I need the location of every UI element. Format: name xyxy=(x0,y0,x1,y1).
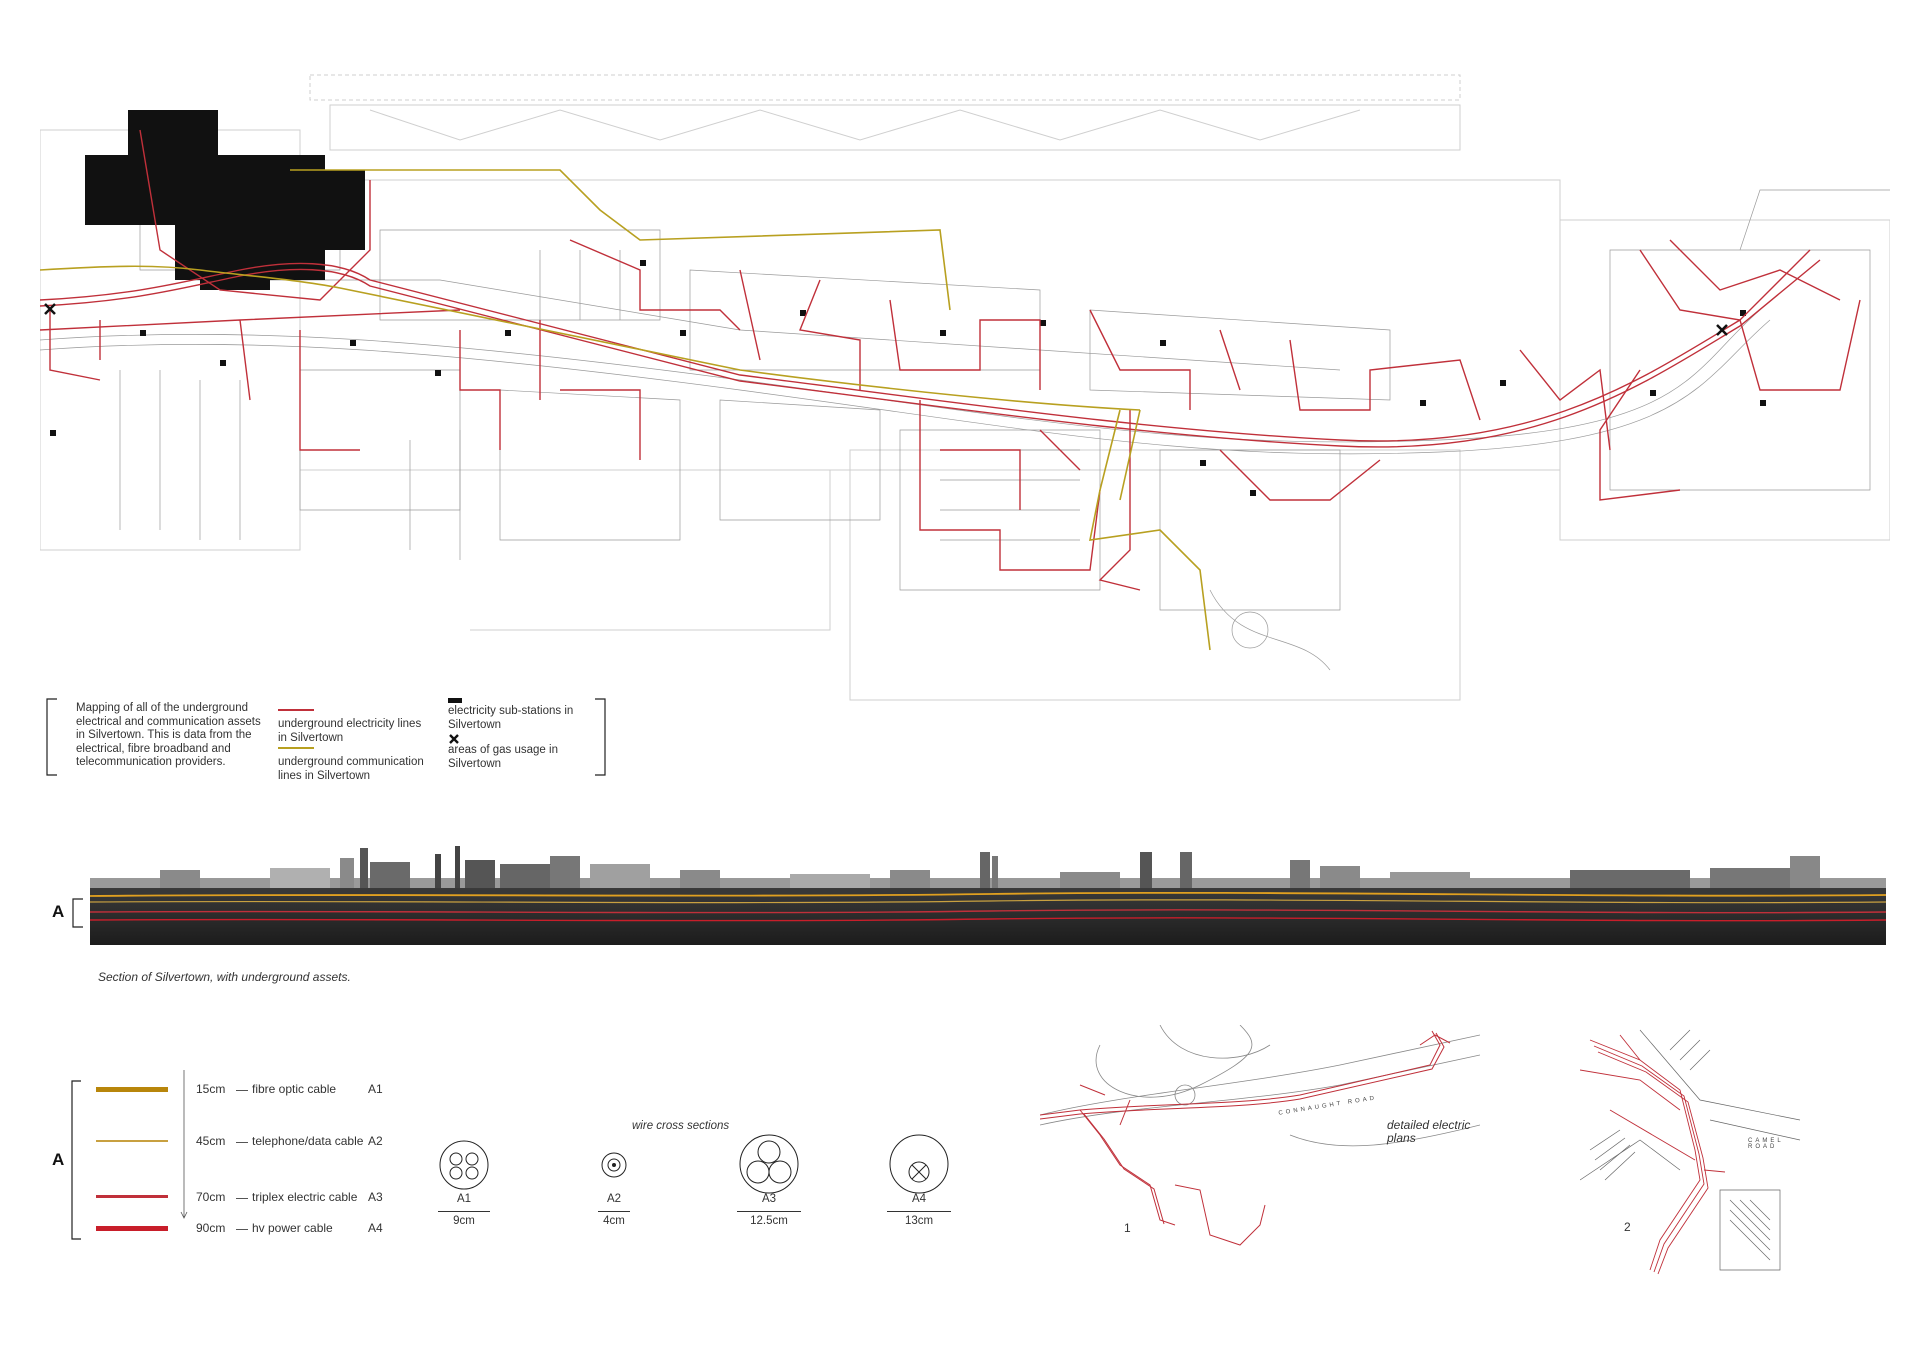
legend-electricity-label: underground electricity lines in Silvert… xyxy=(278,718,422,744)
cross-section-a3-code: A3 xyxy=(761,1193,777,1205)
electricity-swatch xyxy=(278,709,314,711)
cross-section-a2-code: A2 xyxy=(606,1193,622,1205)
detail-plan-2-drawing xyxy=(1580,1029,1801,1275)
cable-row-a2: 45cm telephone/data cable A2 xyxy=(96,1134,416,1150)
legend-item-electricity: underground electricity lines in Silvert… xyxy=(278,698,428,745)
plan-2-number: 2 xyxy=(1624,1220,1631,1234)
cross-section-a1-icon xyxy=(439,1140,489,1190)
substation-blocks xyxy=(85,110,365,290)
cross-section-a2-icon xyxy=(601,1152,627,1178)
cable-code-a3: A3 xyxy=(368,1190,383,1204)
cross-section-a4-size: 13cm xyxy=(904,1215,934,1227)
legend-item-gas: areas of gas usage in Silvertown xyxy=(448,734,588,771)
cross-section-a1-size: 9cm xyxy=(453,1215,475,1227)
cross-sections-title: wire cross sections xyxy=(632,1120,730,1132)
cable-depth-a4: 90cm xyxy=(196,1221,226,1235)
map-drawing xyxy=(40,74,1890,701)
legend-item-communication: underground communication lines in Silve… xyxy=(278,736,428,783)
depth-tick-a3 xyxy=(236,1198,248,1199)
cable-swatch-a1 xyxy=(96,1087,168,1092)
cable-name-a1: fibre optic cable xyxy=(252,1082,337,1096)
cables-letter: A xyxy=(52,1150,65,1169)
depth-tick-a4 xyxy=(236,1229,248,1230)
cable-row-a1: 15cm fibre optic cable A1 xyxy=(96,1082,416,1098)
cable-code-a2: A2 xyxy=(368,1134,383,1148)
plans-title: detailed electric plans xyxy=(1387,1118,1471,1145)
cable-depth-a1: 15cm xyxy=(196,1082,226,1096)
cable-row-a4: 90cm hv power cable A4 xyxy=(96,1221,416,1237)
ground-fill xyxy=(90,888,1886,945)
communication-swatch xyxy=(278,747,314,749)
cross-section-a3-icon xyxy=(739,1134,799,1194)
cross-section-a2-rule xyxy=(598,1211,630,1212)
section-drawing xyxy=(90,846,1886,945)
cross-section-a1-rule xyxy=(438,1211,490,1212)
cable-name-a2: telephone/data cable xyxy=(252,1134,364,1148)
cable-name-a3: triplex electric cable xyxy=(252,1190,358,1204)
legend-gas-label: areas of gas usage in Silvertown xyxy=(448,744,558,770)
cross-section-a1-code: A1 xyxy=(456,1193,472,1205)
cables-bracket xyxy=(71,1080,81,1240)
detail-plan-2: CAMEL ROAD 2 xyxy=(1580,1020,1810,1280)
legend-substation-label: electricity sub-stations in Silvertown xyxy=(448,705,574,731)
legend-bracket-right xyxy=(595,698,606,776)
legend-communication-label: underground communication lines in Silve… xyxy=(278,756,424,782)
legend-description: Mapping of all of the underground electr… xyxy=(76,702,261,768)
depth-axis xyxy=(180,1070,188,1219)
cross-section-a2-size: 4cm xyxy=(603,1215,625,1227)
electricity-lines xyxy=(40,129,1861,591)
cross-section-a1: A1 9cm xyxy=(434,1135,494,1235)
substation-swatch xyxy=(448,698,462,703)
cross-section-a3-rule xyxy=(737,1211,801,1212)
substation-markers xyxy=(50,260,1766,496)
section-caption: Section of Silvertown, with underground … xyxy=(98,970,351,984)
cross-section-a3-size: 12.5cm xyxy=(750,1215,788,1227)
cross-section-a4-code: A4 xyxy=(911,1193,927,1205)
cross-section-a3: A3 12.5cm xyxy=(734,1130,804,1235)
section-strip xyxy=(90,820,1886,945)
section-bracket xyxy=(72,898,83,928)
depth-tick-a1 xyxy=(236,1090,248,1091)
cable-name-a4: hv power cable xyxy=(252,1221,333,1235)
cable-depth-a3: 70cm xyxy=(196,1190,226,1204)
detail-plan-1-drawing xyxy=(1040,1025,1480,1246)
legend-bracket-left xyxy=(46,698,57,776)
cable-swatch-a4 xyxy=(96,1226,168,1231)
cable-row-a3: 70cm triplex electric cable A3 xyxy=(96,1190,416,1206)
cross-section-a4-icon xyxy=(889,1134,949,1194)
plan-1-number: 1 xyxy=(1124,1221,1131,1235)
cross-section-a4: A4 13cm xyxy=(884,1130,954,1235)
plan-2-street-label: CAMEL ROAD xyxy=(1748,1138,1784,1150)
cable-swatch-a3 xyxy=(96,1195,168,1198)
cross-section-a2: A2 4cm xyxy=(584,1135,644,1235)
legend-item-substation: electricity sub-stations in Silvertown xyxy=(448,698,588,732)
gas-area-markers xyxy=(44,303,1728,336)
silvertown-map xyxy=(40,70,1890,710)
cable-swatch-a2 xyxy=(96,1140,168,1142)
depth-tick-a2 xyxy=(236,1142,248,1143)
section-cables xyxy=(90,891,1886,922)
cable-depth-a2: 45cm xyxy=(196,1134,226,1148)
detail-plan-1: CONNAUGHT ROAD 1 xyxy=(1040,1025,1480,1265)
section-letter: A xyxy=(52,902,65,921)
communication-lines xyxy=(40,169,1211,651)
cross-section-a4-rule xyxy=(887,1211,951,1212)
map-legend: Mapping of all of the underground electr… xyxy=(46,698,606,782)
cable-code-a4: A4 xyxy=(368,1221,383,1235)
cable-code-a1: A1 xyxy=(368,1082,383,1096)
skyline xyxy=(90,846,1886,888)
gas-cross-icon xyxy=(449,734,459,744)
